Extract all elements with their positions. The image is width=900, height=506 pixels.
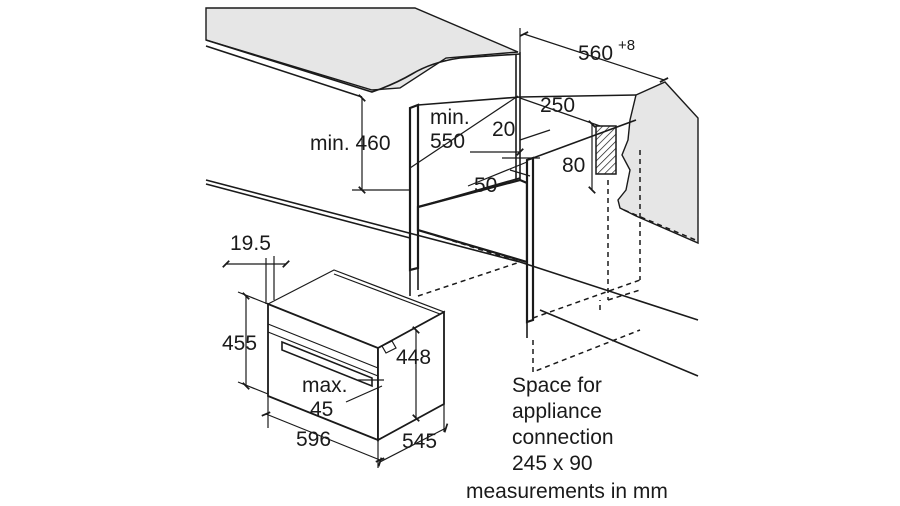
label-max: max. [302, 374, 348, 397]
label-min-460: min. 460 [310, 132, 391, 155]
label-45: 45 [310, 398, 333, 421]
cabinet-frame [205, 52, 699, 377]
label-19-5: 19.5 [230, 232, 271, 255]
label-min: min. [430, 106, 470, 129]
note-line-1: Space for [512, 374, 602, 397]
note-line-3: connection [512, 426, 614, 449]
label-80: 80 [562, 154, 585, 177]
label-depth-560: 560 [578, 42, 613, 65]
niche-outline [417, 150, 641, 374]
side-counter [617, 81, 699, 245]
units-note: measurements in mm [466, 480, 668, 503]
label-596: 596 [296, 428, 331, 451]
label-545: 545 [402, 430, 437, 453]
label-550: 550 [430, 130, 465, 153]
note-line-4: 245 x 90 [512, 452, 593, 475]
oven [266, 269, 446, 442]
note-line-2: appliance [512, 400, 602, 423]
label-448: 448 [396, 346, 431, 369]
label-20: 20 [492, 118, 515, 141]
dimension-lines [222, 28, 669, 468]
connection-note: Space for appliance connection 245 x 90 [512, 374, 614, 475]
countertop [205, 7, 521, 98]
label-250: 250 [540, 94, 575, 117]
label-455: 455 [222, 332, 257, 355]
label-50: 50 [474, 174, 497, 197]
vent-cutout [595, 125, 617, 175]
label-depth-560-tol: +8 [618, 37, 635, 54]
